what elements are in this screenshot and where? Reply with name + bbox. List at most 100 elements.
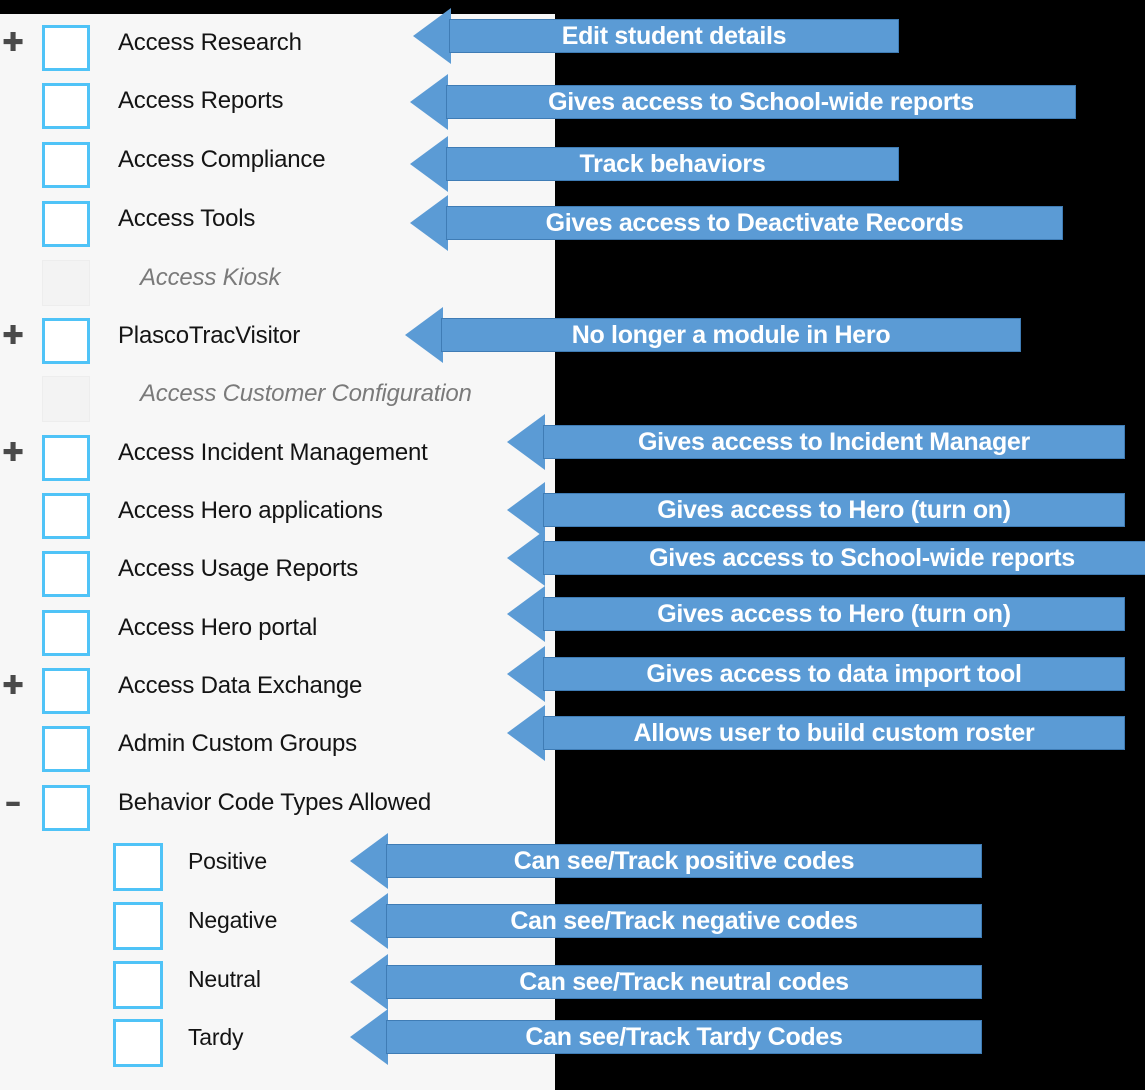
permission-row: Access Hero applications bbox=[0, 482, 555, 540]
permission-checkbox[interactable] bbox=[42, 785, 90, 831]
permission-label: Access Kiosk bbox=[140, 264, 281, 291]
arrow-head-left-icon bbox=[413, 8, 451, 64]
arrow-head-left-icon bbox=[350, 833, 388, 889]
permission-label: Access Hero portal bbox=[118, 614, 318, 641]
callout-arrow: Can see/Track negative codes bbox=[350, 893, 982, 949]
permission-label: Admin Custom Groups bbox=[118, 730, 357, 757]
callout-text: Gives access to data import tool bbox=[543, 657, 1125, 691]
permission-checkbox[interactable] bbox=[113, 843, 163, 891]
arrow-head-left-icon bbox=[410, 195, 448, 251]
permission-checkbox[interactable] bbox=[113, 1019, 163, 1067]
callout-arrow: Allows user to build custom roster bbox=[507, 705, 1125, 761]
callout-arrow: Gives access to School-wide reports bbox=[410, 74, 1076, 130]
permission-checkbox[interactable] bbox=[42, 610, 90, 656]
permission-checkbox[interactable] bbox=[42, 83, 90, 129]
permission-row: Access Customer Configuration bbox=[0, 365, 555, 423]
expand-plus-icon[interactable]: ✚ bbox=[2, 321, 24, 351]
permission-label: Negative bbox=[188, 906, 278, 933]
permission-checkbox[interactable] bbox=[42, 493, 90, 539]
permission-row: Access Kiosk bbox=[0, 249, 555, 307]
permission-checkbox[interactable] bbox=[42, 551, 90, 597]
callout-text: Can see/Track negative codes bbox=[386, 904, 982, 938]
permission-label: Access Customer Configuration bbox=[140, 380, 472, 407]
permission-checkbox[interactable] bbox=[42, 201, 90, 247]
callout-text: Track behaviors bbox=[446, 147, 899, 181]
permission-row: Negative bbox=[0, 891, 555, 950]
permission-label: Access Usage Reports bbox=[118, 555, 359, 582]
callout-arrow: No longer a module in Hero bbox=[405, 307, 1021, 363]
permission-label: Behavior Code Types Allowed bbox=[118, 789, 432, 816]
callout-arrow: Gives access to data import tool bbox=[507, 646, 1125, 702]
permission-label: Access Tools bbox=[118, 205, 256, 232]
permission-checkbox[interactable] bbox=[42, 668, 90, 714]
permission-row: Positive bbox=[0, 832, 555, 891]
callout-text: Gives access to Hero (turn on) bbox=[543, 493, 1125, 527]
arrow-head-left-icon bbox=[350, 954, 388, 1010]
permission-row: ✚ Access Research bbox=[0, 14, 555, 72]
permission-label: Tardy bbox=[188, 1023, 244, 1050]
callout-text: Gives access to Incident Manager bbox=[543, 425, 1125, 459]
callout-text: Gives access to School-wide reports bbox=[543, 541, 1145, 575]
arrow-head-left-icon bbox=[507, 414, 545, 470]
callout-text: Can see/Track positive codes bbox=[386, 844, 982, 878]
permission-row: Access Compliance bbox=[0, 131, 555, 189]
callout-text: Edit student details bbox=[449, 19, 899, 53]
arrow-head-left-icon bbox=[350, 1009, 388, 1065]
permission-label: Neutral bbox=[188, 965, 261, 992]
callout-text: Can see/Track neutral codes bbox=[386, 965, 982, 999]
permission-row: Admin Custom Groups bbox=[0, 715, 555, 773]
permission-row: Access Usage Reports bbox=[0, 540, 555, 598]
permission-row: Neutral bbox=[0, 950, 555, 1009]
callout-arrow: Can see/Track Tardy Codes bbox=[350, 1009, 982, 1065]
arrow-head-left-icon bbox=[507, 530, 545, 586]
callout-text: Gives access to Hero (turn on) bbox=[543, 597, 1125, 631]
arrow-head-left-icon bbox=[410, 74, 448, 130]
permission-checkbox[interactable] bbox=[42, 726, 90, 772]
permission-row: ✚Access Data Exchange bbox=[0, 657, 555, 715]
permission-row: – Behavior Code Types Allowed bbox=[0, 774, 555, 832]
permission-checkbox[interactable] bbox=[42, 25, 90, 71]
expand-plus-icon[interactable]: ✚ bbox=[2, 28, 24, 58]
callout-arrow: Gives access to Hero (turn on) bbox=[507, 482, 1125, 538]
permission-row: ✚ PlascoTracVisitor bbox=[0, 307, 555, 365]
callout-arrow: Edit student details bbox=[413, 8, 899, 64]
callout-arrow: Gives access to School-wide reports bbox=[507, 530, 1145, 586]
callout-text: Gives access to School-wide reports bbox=[446, 85, 1076, 119]
callout-arrow: Can see/Track neutral codes bbox=[350, 954, 982, 1010]
permission-row: Access Tools bbox=[0, 190, 555, 248]
callout-arrow: Can see/Track positive codes bbox=[350, 833, 982, 889]
callout-text: Gives access to Deactivate Records bbox=[446, 206, 1063, 240]
permission-label: PlascoTracVisitor bbox=[118, 322, 300, 349]
permission-checkbox[interactable] bbox=[113, 902, 163, 950]
arrow-head-left-icon bbox=[507, 482, 545, 538]
permission-row: Tardy bbox=[0, 1008, 555, 1067]
permission-checkbox[interactable] bbox=[42, 142, 90, 188]
checkbox-placeholder bbox=[42, 260, 90, 306]
callout-arrow: Gives access to Deactivate Records bbox=[410, 195, 1063, 251]
arrow-head-left-icon bbox=[405, 307, 443, 363]
arrow-head-left-icon bbox=[507, 705, 545, 761]
callout-arrow: Gives access to Incident Manager bbox=[507, 414, 1125, 470]
permission-row: ✚Access Incident Management bbox=[0, 424, 555, 482]
permission-checkbox[interactable] bbox=[42, 318, 90, 364]
expand-plus-icon[interactable]: ✚ bbox=[2, 671, 24, 701]
permission-row: Access Reports bbox=[0, 72, 555, 130]
callout-text: Can see/Track Tardy Codes bbox=[386, 1020, 982, 1054]
callout-text: Allows user to build custom roster bbox=[543, 716, 1125, 750]
permission-label: Access Compliance bbox=[118, 146, 326, 173]
callout-arrow: Gives access to Hero (turn on) bbox=[507, 586, 1125, 642]
checkbox-placeholder bbox=[42, 376, 90, 422]
permission-label: Access Research bbox=[118, 29, 302, 56]
collapse-minus-icon[interactable]: – bbox=[4, 782, 22, 822]
top-black-band bbox=[0, 0, 1145, 14]
permission-label: Positive bbox=[188, 847, 267, 874]
permission-checkbox[interactable] bbox=[113, 961, 163, 1009]
callout-arrow: Track behaviors bbox=[410, 136, 899, 192]
arrow-head-left-icon bbox=[350, 893, 388, 949]
permission-checkbox[interactable] bbox=[42, 435, 90, 481]
permission-label: Access Hero applications bbox=[118, 497, 383, 524]
expand-plus-icon[interactable]: ✚ bbox=[2, 438, 24, 468]
arrow-head-left-icon bbox=[507, 586, 545, 642]
permission-label: Access Reports bbox=[118, 87, 284, 114]
